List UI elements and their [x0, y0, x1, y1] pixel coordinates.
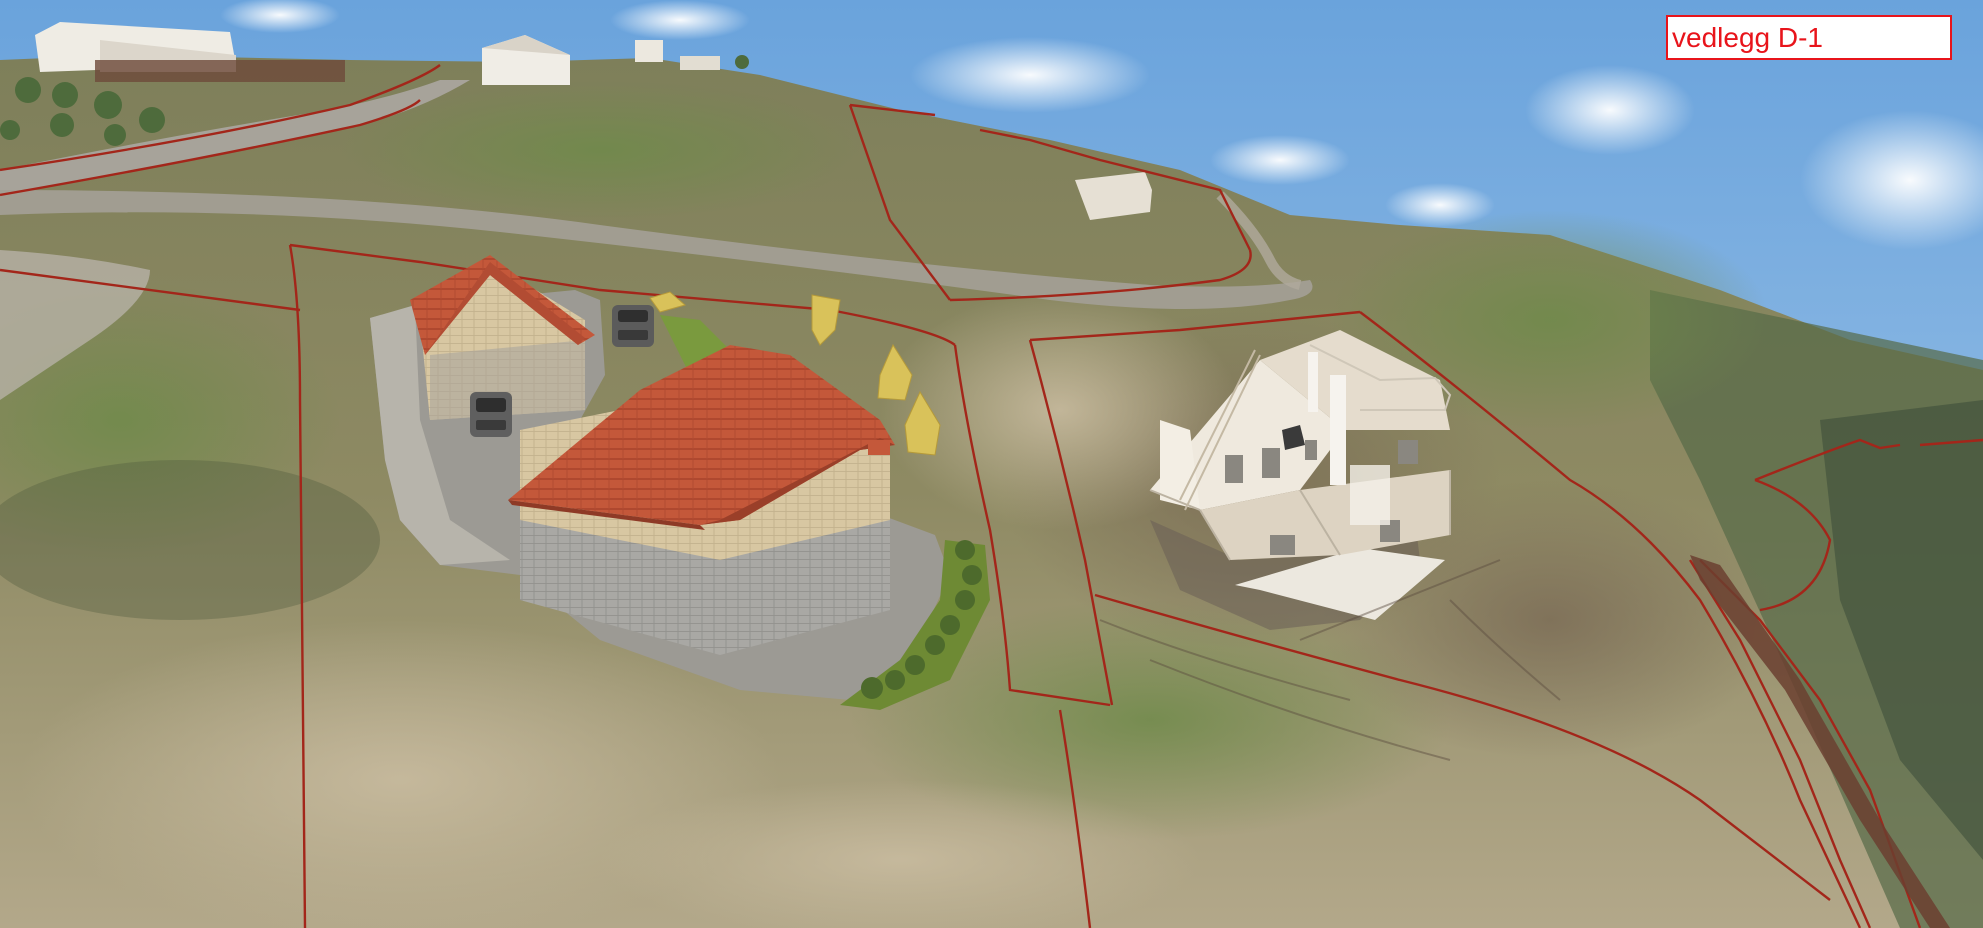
- yellow-trees: [649, 291, 941, 456]
- ridge-details: [1099, 559, 1561, 761]
- retaining-wall-edge: [1690, 555, 1950, 928]
- main-house: [508, 345, 895, 655]
- background-trees: [0, 55, 749, 146]
- upper-road: [0, 80, 470, 195]
- left-track: [0, 250, 150, 400]
- shadow-slope: [1820, 400, 1983, 860]
- driveway: [370, 305, 510, 565]
- clouds: [220, 0, 1983, 250]
- attachment-label: vedlegg D-1: [1666, 15, 1952, 60]
- garage-roof: [410, 255, 595, 355]
- hedge-shrubs: [861, 540, 982, 699]
- car-upper: [612, 305, 654, 347]
- background-buildings: [35, 22, 1152, 220]
- hedge-strip: [840, 540, 990, 710]
- gravel-road: [0, 190, 1313, 309]
- car-near-garage: [470, 392, 512, 437]
- garage-building: [410, 255, 595, 420]
- winding-path: [1216, 191, 1302, 290]
- construction-model: [1149, 330, 1452, 630]
